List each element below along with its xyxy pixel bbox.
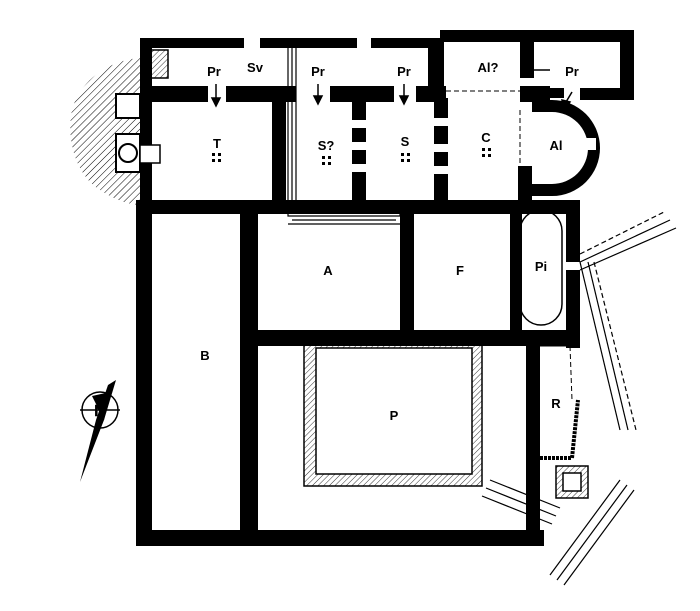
label-pi: Pi: [535, 259, 547, 274]
entry-arrows: [210, 64, 573, 112]
label-s-query: S?: [318, 138, 335, 153]
room-labels: Pr Sv Pr Pr Al? Pr T S? S C Al A F Pi B …: [200, 60, 579, 423]
walls-lower-complex: [136, 200, 582, 546]
label-c: C: [481, 130, 491, 145]
walls-north-range: [140, 30, 634, 213]
label-pr-4: Pr: [565, 64, 579, 79]
water-channels: [287, 46, 405, 225]
label-pr-3: Pr: [397, 64, 411, 79]
label-t: T: [213, 136, 221, 151]
pillar-dots: [212, 148, 491, 165]
label-a: A: [323, 263, 333, 278]
label-f: F: [456, 263, 464, 278]
label-pr-2: Pr: [311, 64, 325, 79]
compass-letter: N: [94, 403, 106, 420]
label-r: R: [551, 396, 561, 411]
aqueduct-lines: [481, 211, 677, 586]
north-arrow-icon: N: [80, 380, 120, 482]
label-s: S: [401, 134, 410, 149]
label-sv: Sv: [247, 60, 264, 75]
walls-bath-rooms: [139, 98, 600, 214]
label-p: P: [390, 408, 399, 423]
hatched-ruin-area: [70, 58, 141, 205]
label-al: Al: [550, 138, 563, 153]
label-pr-1: Pr: [207, 64, 221, 79]
label-al-query: Al?: [478, 60, 499, 75]
label-b: B: [200, 348, 209, 363]
